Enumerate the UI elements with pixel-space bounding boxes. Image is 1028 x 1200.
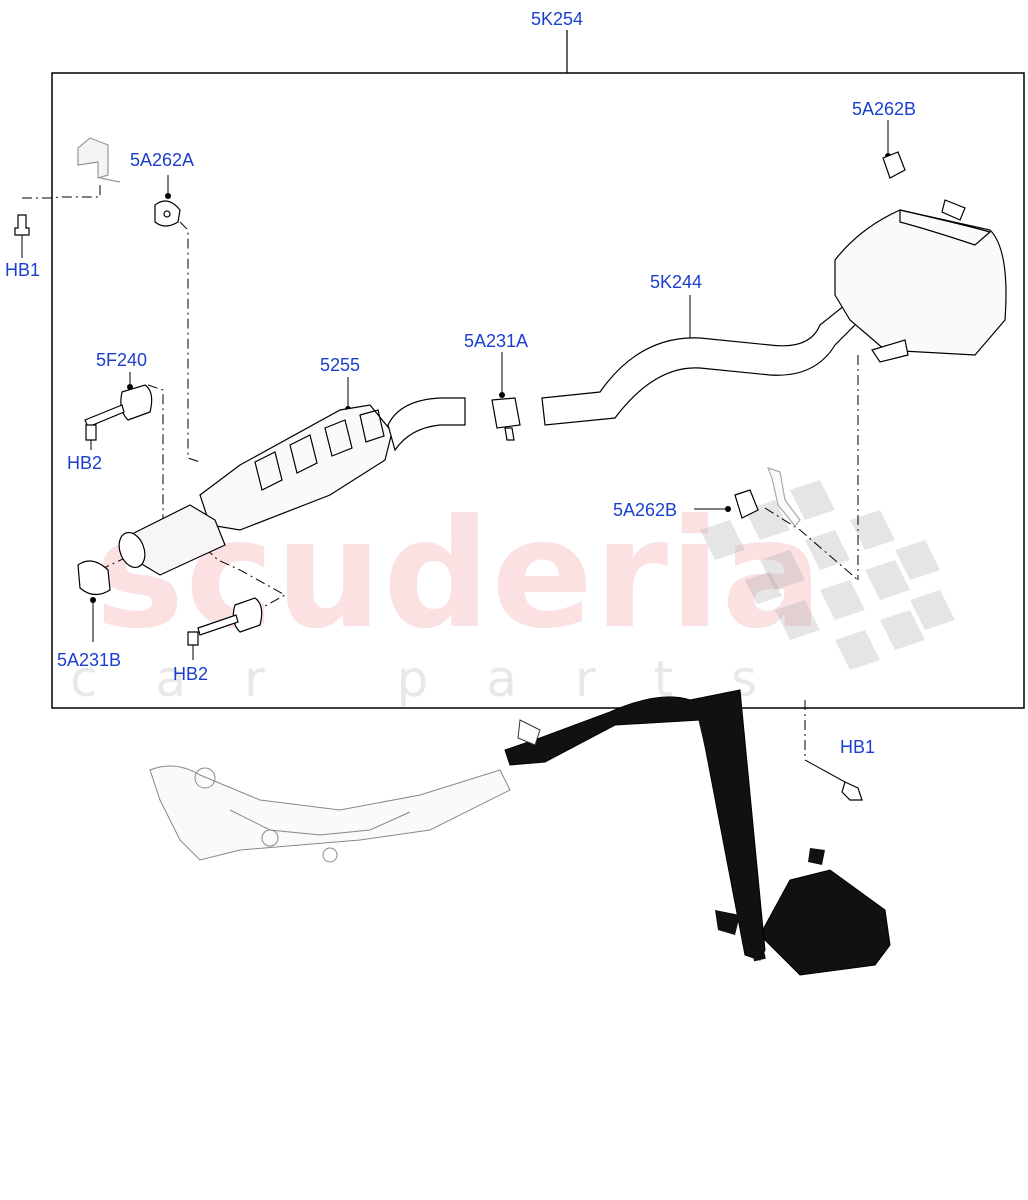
installed-muffler-icon xyxy=(759,869,891,976)
callout-5A231B[interactable]: 5A231B xyxy=(57,650,122,670)
callout-leaders xyxy=(21,120,889,783)
exploded-parts xyxy=(14,137,1007,801)
callout-5A262B-mid[interactable]: 5A262B xyxy=(613,500,678,520)
bush-5f240-icon xyxy=(120,384,153,421)
rubber-hanger-5a262b-mid-icon xyxy=(734,489,759,519)
callout-HB1-left[interactable]: HB1 xyxy=(5,260,41,280)
installed-front-section-icon xyxy=(149,765,511,861)
checkered-flag-watermark xyxy=(700,480,955,670)
clamp-5a231a-icon xyxy=(491,397,521,429)
tail-pipe-icon xyxy=(541,304,861,426)
callout-5K254[interactable]: 5K254 xyxy=(531,9,584,29)
rear-muffler-icon xyxy=(834,209,1007,356)
callout-HB2-top[interactable]: HB2 xyxy=(67,453,103,473)
heat-shield-bracket-icon xyxy=(77,137,109,179)
dash-leaders xyxy=(22,185,859,760)
clamp-5a231b-icon xyxy=(77,560,111,596)
callout-5A231A[interactable]: 5A231A xyxy=(464,331,529,351)
callout-5255[interactable]: 5255 xyxy=(320,355,361,375)
bolt-hb2-top-icon xyxy=(85,424,97,441)
callout-HB1-right[interactable]: HB1 xyxy=(840,737,876,757)
installed-view xyxy=(149,689,891,976)
callout-5A262A[interactable]: 5A262A xyxy=(130,150,195,170)
callout-5F240[interactable]: 5F240 xyxy=(96,350,148,370)
callout-5K244[interactable]: 5K244 xyxy=(650,272,703,292)
bolt-hb1-left-icon xyxy=(14,214,30,236)
intermediate-pipe-icon xyxy=(387,397,466,452)
rubber-hanger-5a262b-top-icon xyxy=(882,151,906,179)
bolt-hb2-bottom-icon xyxy=(187,631,199,646)
callout-5A262B-top[interactable]: 5A262B xyxy=(852,99,917,119)
bush-lower-icon xyxy=(232,597,263,633)
bolt-hb1-right-icon xyxy=(841,781,863,801)
callout-HB2-bottom[interactable]: HB2 xyxy=(173,664,209,684)
assembly-frame xyxy=(51,72,1025,709)
installed-tailpipe-icon xyxy=(504,689,766,961)
